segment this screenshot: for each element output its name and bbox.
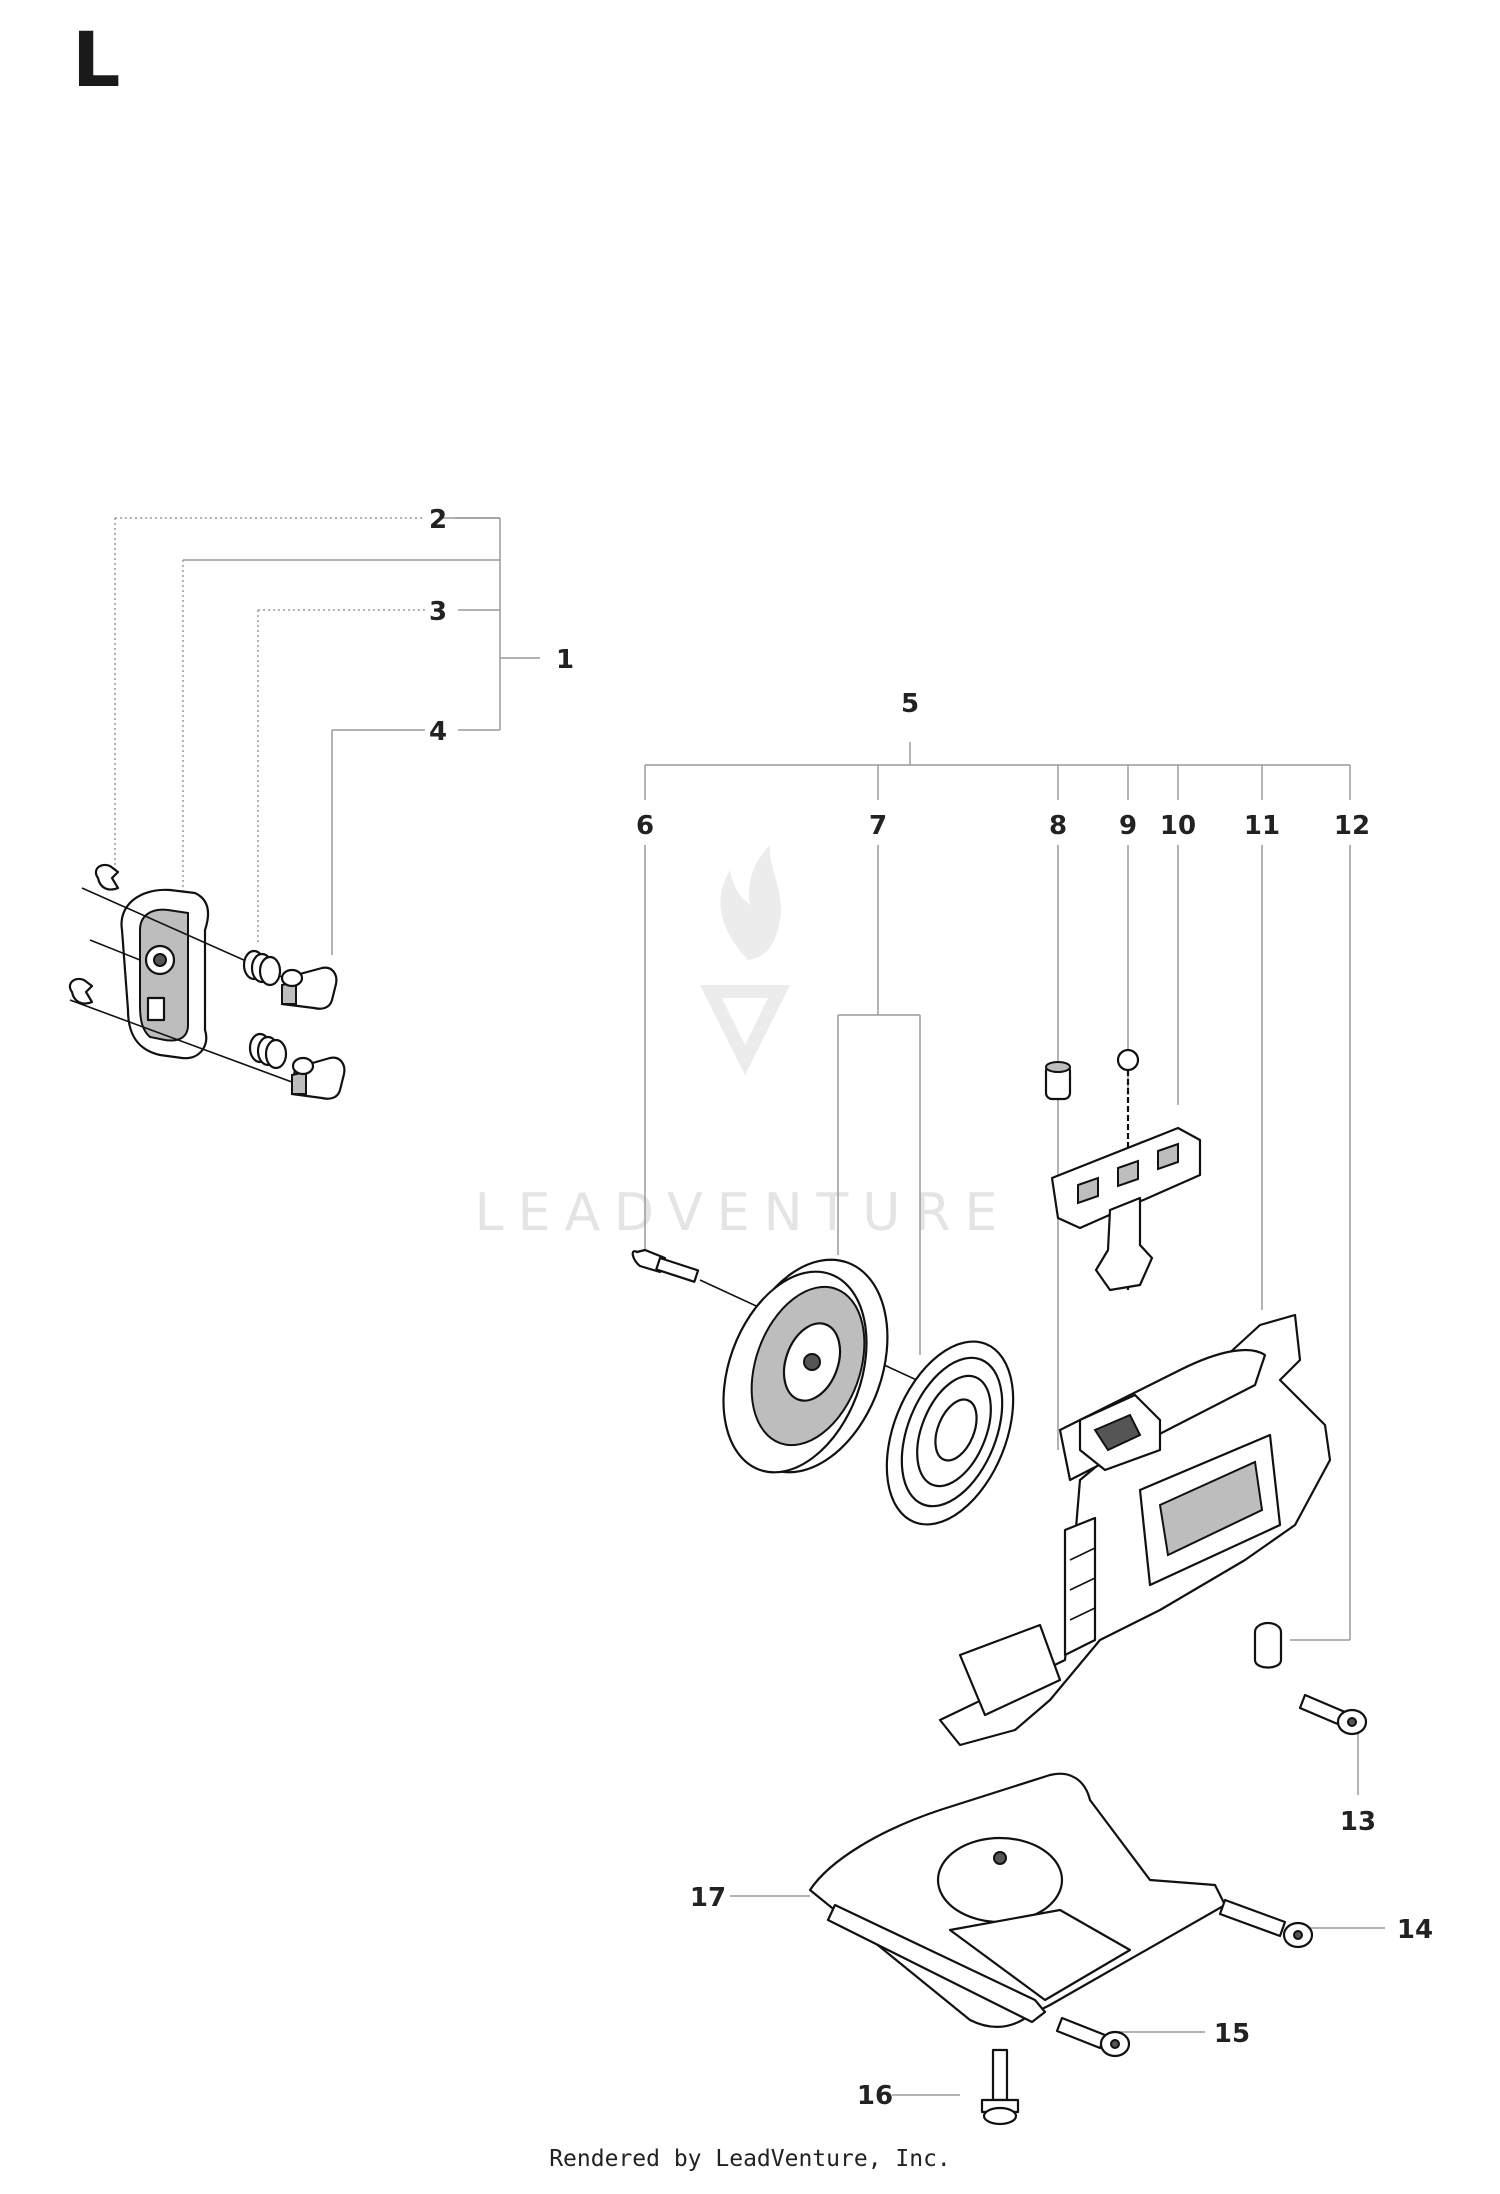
watermark-v-icon — [700, 985, 790, 1075]
pulley-7 — [722, 1258, 889, 1474]
screw-14 — [1218, 1898, 1314, 1949]
callout-3: 3 — [429, 597, 447, 627]
section-letter: L — [72, 15, 121, 104]
callout-1: 1 — [556, 645, 574, 675]
callout-12: 12 — [1334, 811, 1370, 841]
callout-14: 14 — [1397, 1915, 1433, 1945]
footer-credit: Rendered by LeadVenture, Inc. — [549, 2146, 951, 2172]
spring-lower — [248, 1032, 288, 1070]
leader-lines-group-1 — [114, 517, 540, 955]
callout-17: 17 — [690, 1883, 726, 1913]
base-plate-17 — [808, 1772, 1227, 2029]
screw-16 — [980, 2048, 1020, 2126]
bushing-8 — [1044, 1061, 1072, 1101]
watermark-flame-icon — [720, 845, 781, 960]
watermark: LEADVENTURE — [475, 845, 1012, 1243]
callout-4: 4 — [429, 717, 447, 747]
callouts: 2 3 1 4 5 6 7 8 9 10 11 12 13 14 15 16 1… — [429, 505, 1433, 2111]
watermark-text: LEADVENTURE — [475, 1183, 1012, 1243]
callout-16: 16 — [857, 2081, 893, 2111]
handle-10 — [1050, 1126, 1202, 1292]
callout-7: 7 — [869, 811, 887, 841]
spring-upper — [242, 949, 282, 987]
callout-10: 10 — [1160, 811, 1196, 841]
screw-13 — [1298, 1693, 1368, 1736]
callout-6: 6 — [636, 811, 654, 841]
callout-13: 13 — [1340, 1807, 1376, 1837]
leader-lines-group-5 — [644, 742, 1385, 2096]
callout-8: 8 — [1049, 811, 1067, 841]
callout-2: 2 — [429, 505, 447, 535]
callout-9: 9 — [1119, 811, 1137, 841]
callout-15: 15 — [1214, 2019, 1250, 2049]
clip-lower — [68, 977, 94, 1005]
screw-15 — [1055, 2016, 1131, 2058]
starter-housing-11 — [938, 1313, 1332, 1747]
pawl-upper — [280, 966, 338, 1010]
callout-5: 5 — [901, 689, 919, 719]
recoil-spring — [885, 1340, 1015, 1526]
pawl-lower — [290, 1056, 346, 1100]
sleeve-12 — [1253, 1621, 1283, 1669]
clip-upper — [94, 863, 120, 891]
callout-11: 11 — [1244, 811, 1280, 841]
